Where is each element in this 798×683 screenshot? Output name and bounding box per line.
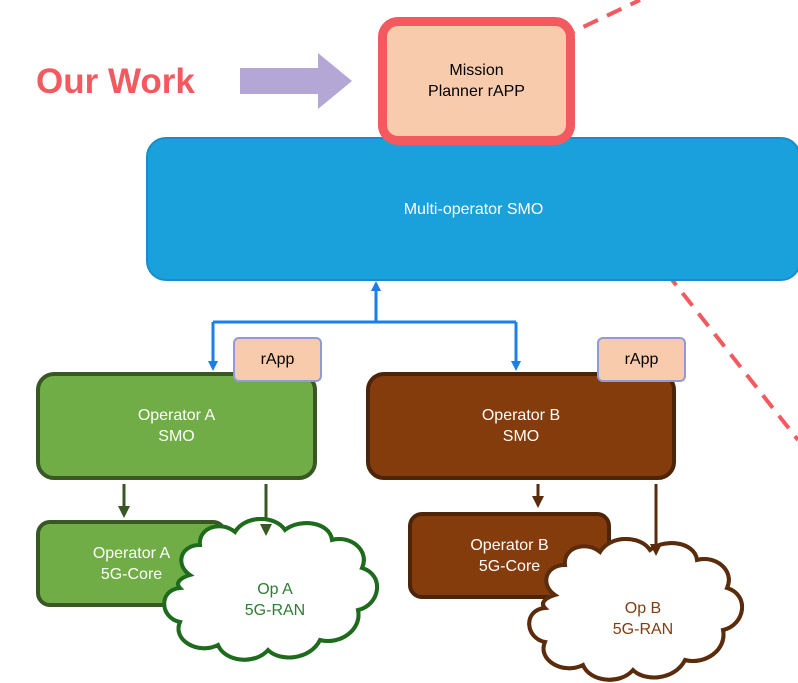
operator-b-core-box: Operator B 5G-Core	[408, 512, 611, 599]
op-b-ran-line1: Op B	[624, 600, 662, 617]
operator-a-core-line1: Operator A	[92, 544, 171, 562]
op-a-ran-line1: Op A	[257, 581, 293, 598]
op-b-ran-label: Op B 5G-RAN	[578, 598, 708, 640]
operator-b-rapp-box: rApp	[597, 337, 686, 382]
operator-b-smo-box: Operator B SMO	[366, 372, 676, 480]
operator-a-smo-box: Operator A SMO	[36, 372, 317, 480]
op-a-ran-line2: 5G-RAN	[244, 602, 306, 619]
mission-planner-rapp-box: Mission Planner rAPP	[378, 17, 575, 145]
operator-b-rapp-label: rApp	[624, 351, 659, 368]
mission-label-line1: Mission	[449, 62, 504, 79]
operator-a-smo-line2: SMO	[158, 428, 195, 445]
our-work-arrow	[240, 53, 352, 109]
op-a-ran-label: Op A 5G-RAN	[215, 579, 335, 621]
op-b-ran-line2: 5G-RAN	[612, 621, 674, 638]
operator-b-core-line1: Operator B	[470, 536, 549, 554]
operator-a-rapp-box: rApp	[233, 337, 322, 382]
operator-a-smo-line1: Operator A	[137, 407, 216, 424]
operator-b-smo-line1: Operator B	[481, 407, 561, 424]
operator-b-core-line2: 5G-Core	[478, 557, 541, 575]
multi-operator-smo-label: Multi-operator SMO	[403, 200, 544, 218]
mission-label-line2: Planner rAPP	[428, 83, 525, 100]
operator-a-core-line2: 5G-Core	[100, 565, 163, 583]
multi-operator-smo-box: Multi-operator SMO	[146, 137, 798, 281]
operator-b-smo-line2: SMO	[502, 428, 540, 445]
operator-a-rapp-label: rApp	[260, 351, 295, 368]
our-work-label: Our Work	[36, 62, 195, 101]
operator-a-core-box: Operator A 5G-Core	[36, 520, 227, 607]
